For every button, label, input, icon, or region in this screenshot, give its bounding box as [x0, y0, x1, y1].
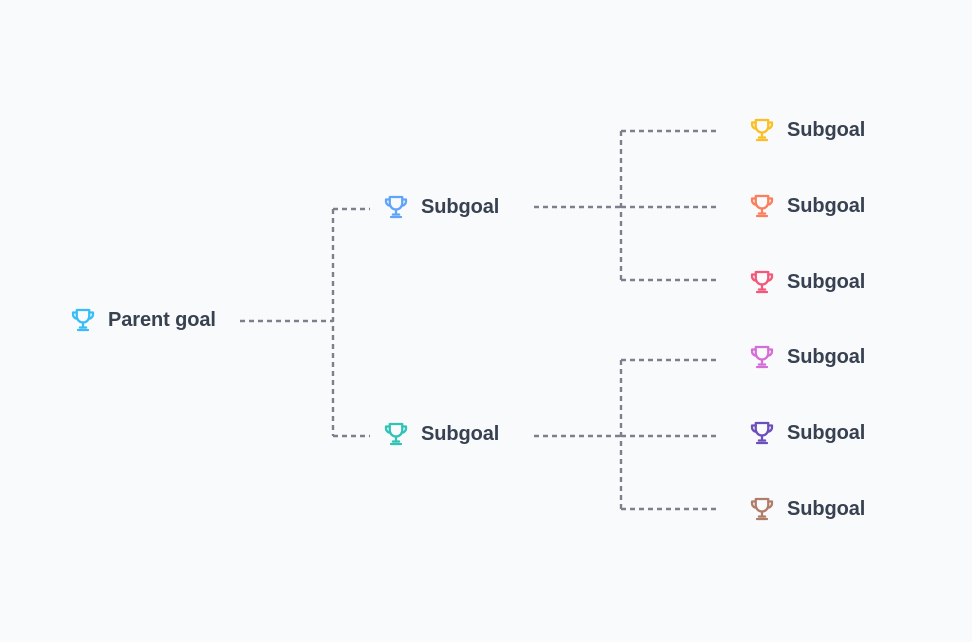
trophy-icon	[747, 267, 777, 297]
subgoal-label: Subgoal	[787, 345, 866, 368]
subgoal-label: Subgoal	[787, 194, 866, 217]
subgoal-label: Subgoal	[421, 422, 500, 445]
trophy-icon	[747, 418, 777, 448]
subgoal-node-2-2[interactable]: Subgoal	[747, 418, 865, 448]
subgoal-label: Subgoal	[787, 421, 866, 444]
trophy-icon	[747, 191, 777, 221]
subgoal-node-2[interactable]: Subgoal	[381, 419, 499, 449]
trophy-icon	[381, 192, 411, 222]
trophy-icon	[747, 342, 777, 372]
subgoal-node-1-3[interactable]: Subgoal	[747, 267, 865, 297]
trophy-icon	[747, 494, 777, 524]
trophy-icon	[68, 305, 98, 335]
parent-goal-node[interactable]: Parent goal	[68, 305, 216, 335]
subgoal-node-1-2[interactable]: Subgoal	[747, 191, 865, 221]
subgoal-label: Subgoal	[421, 195, 500, 218]
parent-goal-label: Parent goal	[108, 308, 216, 331]
subgoal-node-2-3[interactable]: Subgoal	[747, 494, 865, 524]
subgoal-node-1[interactable]: Subgoal	[381, 192, 499, 222]
subgoal-label: Subgoal	[787, 270, 866, 293]
subgoal-label: Subgoal	[787, 497, 866, 520]
subgoal-node-1-1[interactable]: Subgoal	[747, 115, 865, 145]
subgoal-label: Subgoal	[787, 118, 866, 141]
subgoal-node-2-1[interactable]: Subgoal	[747, 342, 865, 372]
trophy-icon	[381, 419, 411, 449]
trophy-icon	[747, 115, 777, 145]
